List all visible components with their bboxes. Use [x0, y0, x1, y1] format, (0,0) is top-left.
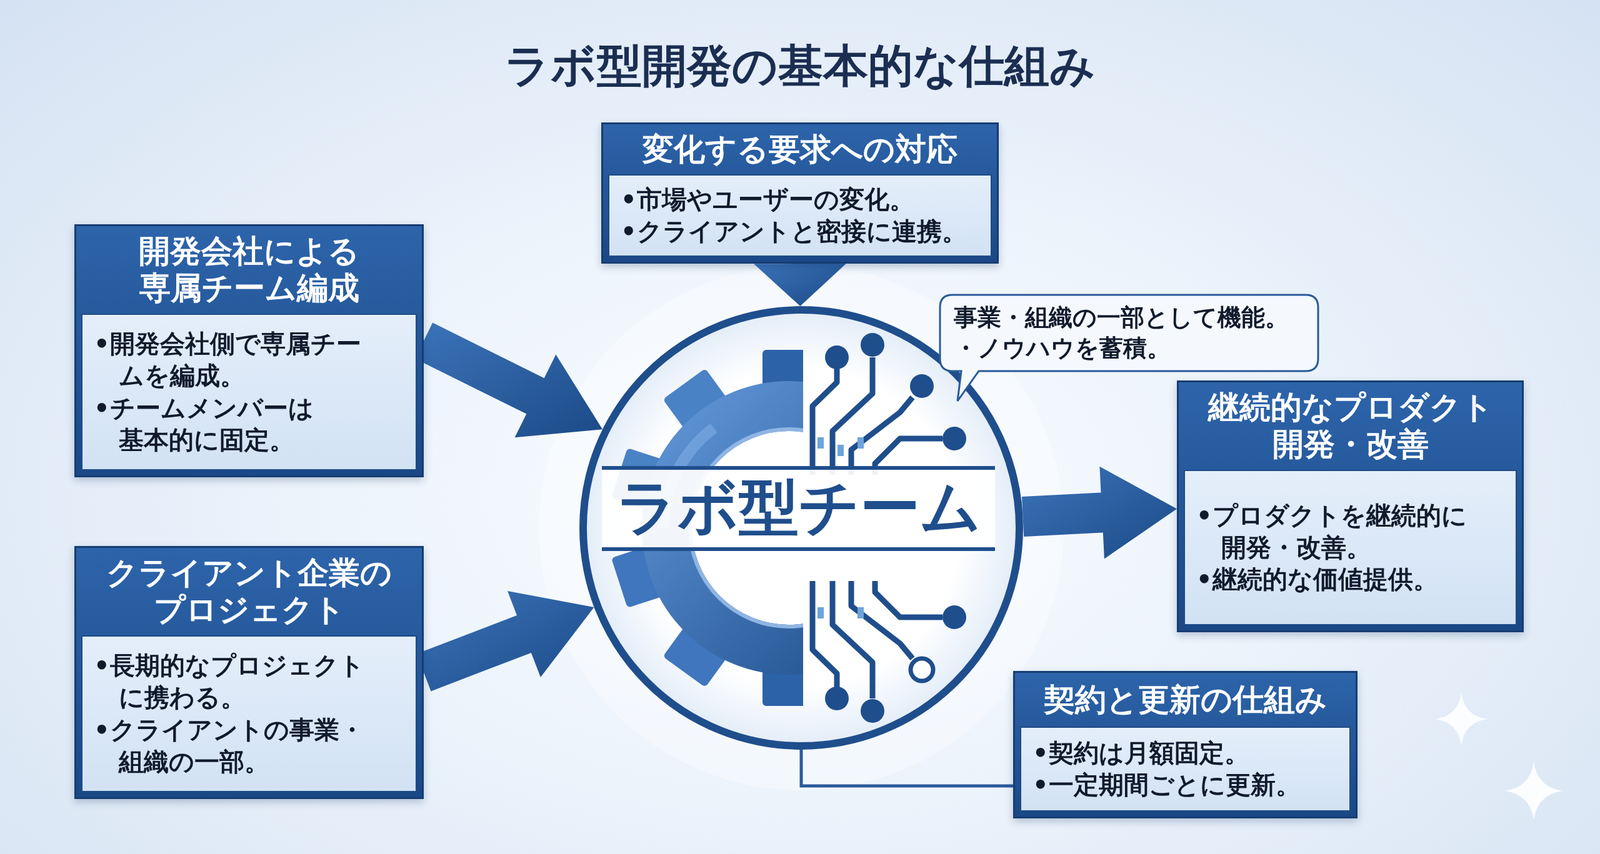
contract-box: 契約と更新の仕組み•契約は月額固定。•一定期間ごとに更新。 [1013, 671, 1358, 819]
flow-arrow [415, 323, 603, 439]
flow-arrow [753, 263, 847, 307]
bubble-text: ・ノウハウを蓄積。 [953, 333, 1305, 364]
bullet-item: •チームメンバーは 基本的に固定。 [93, 392, 405, 457]
speech-bubble: 事業・組織の一部として機能。・ノウハウを蓄積。 [938, 293, 1320, 373]
sparkle-star [1435, 693, 1563, 820]
bullet-item: •継続的な価値提供。 [1196, 563, 1505, 596]
flow-arrow [416, 591, 595, 692]
bullet-item: •一定期間ごとに更新。 [1032, 769, 1339, 802]
box-heading: 開発会社による 専属チーム編成 [76, 226, 422, 314]
circle-label: ラボ型チーム [601, 466, 995, 552]
box-body: •プロダクトを継続的に 開発・改善。•継続的な価値提供。 [1183, 470, 1517, 626]
box-heading: 契約と更新の仕組み [1015, 673, 1356, 727]
lab-team-circle: ラボ型チーム [579, 306, 1024, 750]
bullet-item: •契約は月額固定。 [1032, 737, 1339, 770]
bullet-item: •開発会社側で専属チー ムを編成。 [93, 328, 405, 392]
bullet-item: •市場やユーザーの変化。 [620, 183, 980, 216]
box-heading: クライアント企業の プロジェクト [76, 548, 422, 636]
bullet-item: •プロダクトを継続的に 開発・改善。 [1196, 500, 1505, 564]
circle-ring [583, 310, 1020, 747]
box-heading: 変化する要求への対応 [603, 124, 997, 175]
box-heading: 継続的なプロダクト 開発・改善 [1178, 382, 1522, 470]
bubble-text: 事業・組織の一部として機能。 [953, 302, 1305, 334]
product-box: 継続的なプロダクト 開発・改善•プロダクトを継続的に 開発・改善。•継続的な価値… [1176, 380, 1524, 633]
bullet-item: •クライアントと密接に連携。 [620, 215, 980, 248]
flow-arrow [1021, 466, 1177, 560]
requirement-box: 変化する要求への対応•市場やユーザーの変化。•クライアントと密接に連携。 [601, 122, 999, 264]
leader-connector [801, 750, 1014, 787]
bubble-text-area: 事業・組織の一部として機能。・ノウハウを蓄積。 [938, 293, 1320, 373]
box-body: •開発会社側で専属チー ムを編成。•チームメンバーは 基本的に固定。 [81, 313, 417, 471]
client-project-box: クライアント企業の プロジェクト•長期的なプロジェクト に携わる。•クライアント… [74, 546, 424, 800]
box-body: •契約は月額固定。•一定期間ごとに更新。 [1020, 726, 1351, 812]
bullet-item: •クライアントの事業・ 組織の一部。 [93, 714, 405, 779]
box-body: •長期的なプロジェクト に携わる。•クライアントの事業・ 組織の一部。 [81, 635, 417, 793]
box-body: •市場やユーザーの変化。•クライアントと密接に連携。 [608, 174, 992, 257]
team-formation-box: 開発会社による 専属チーム編成•開発会社側で専属チー ムを編成。•チームメンバー… [74, 224, 424, 478]
team-disc [581, 308, 1022, 749]
diagram-title: ラボ型開発の基本的な仕組み [0, 36, 1600, 97]
bullet-item: •長期的なプロジェクト に携わる。 [93, 650, 405, 714]
